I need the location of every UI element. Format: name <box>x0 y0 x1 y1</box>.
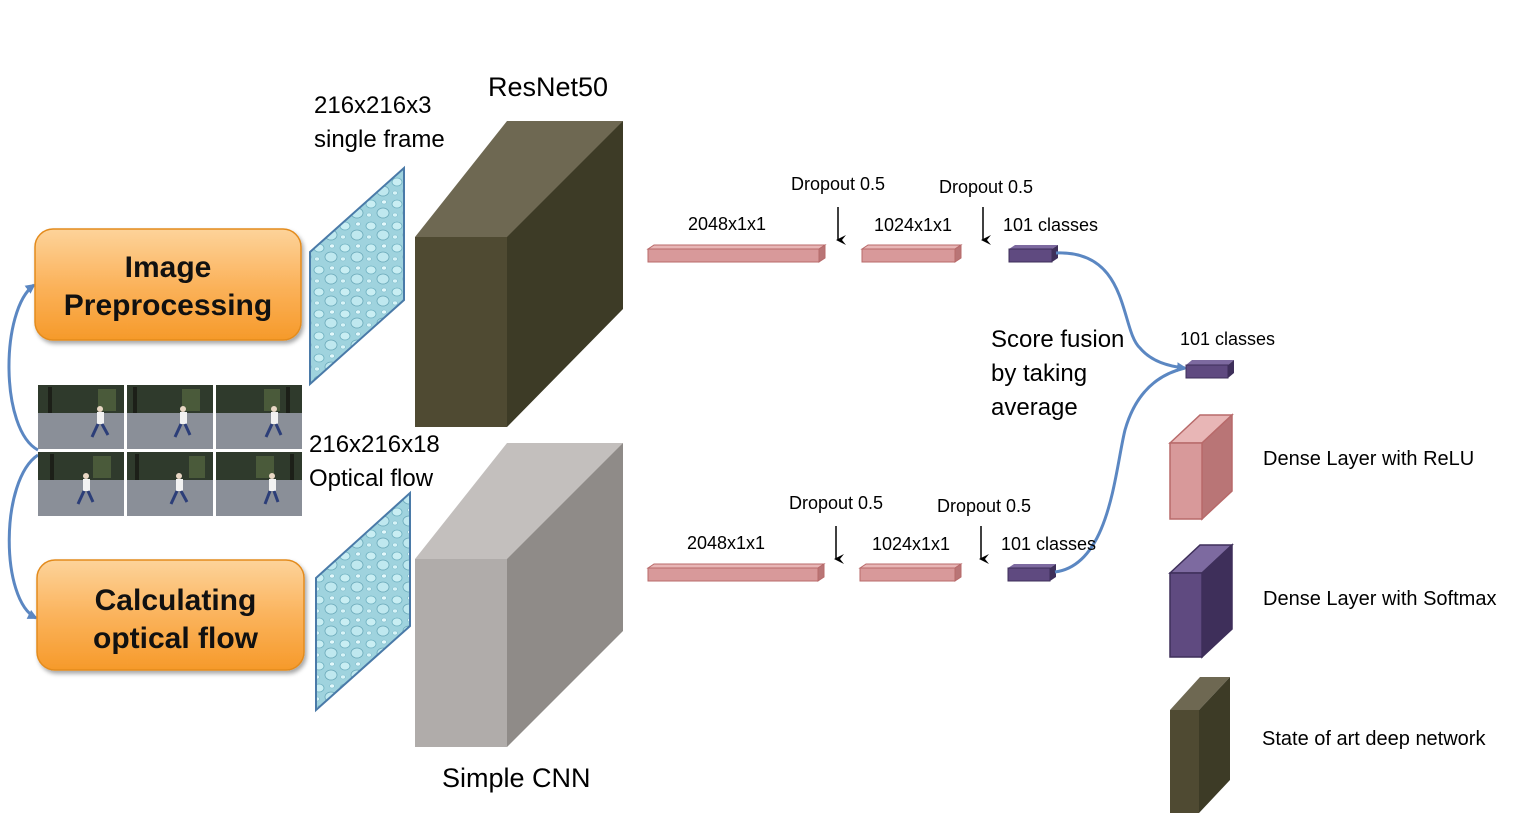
top-fusion-arrow <box>1055 251 1187 373</box>
flow-input-plane <box>315 490 411 713</box>
video-frame <box>216 385 302 449</box>
bottom-output-label: 101 classes <box>1001 534 1097 554</box>
video-frame <box>38 385 124 449</box>
optical-flow-label: Calculating optical flow <box>42 582 309 658</box>
bottom-dense2-label: 1024x1x1 <box>872 534 951 554</box>
bottom-dropout2-label: Dropout 0.5 <box>937 496 1032 516</box>
fusion-line1: Score fusion <box>991 326 1125 353</box>
legend-relu-label: Dense Layer with ReLU <box>1263 448 1475 470</box>
image-preprocessing-box <box>34 228 302 341</box>
bottom-dense-2048 <box>646 563 826 582</box>
bottom-dropout1-label: Dropout 0.5 <box>789 493 884 513</box>
top-dropout1-label: Dropout 0.5 <box>791 174 886 194</box>
flow-size-label: 216x216x18 <box>309 431 440 458</box>
bottom-fusion-arrow <box>1054 366 1186 574</box>
top-dense-1024 <box>860 244 963 263</box>
legend-softmax-cube <box>1168 543 1234 659</box>
video-frame <box>216 452 302 516</box>
top-dropout2-label: Dropout 0.5 <box>939 177 1034 197</box>
simple-cnn-label: Simple CNN <box>442 763 591 793</box>
rgb-input-plane <box>309 165 405 387</box>
image-label-line1: Image <box>124 251 212 284</box>
legend-relu-cube <box>1168 413 1234 521</box>
video-frame <box>127 385 213 449</box>
fusion-line3: average <box>991 394 1078 421</box>
video-frame <box>127 452 213 516</box>
fused-softmax-layer <box>1185 360 1234 379</box>
rgb-desc-label: single frame <box>314 126 445 153</box>
flow-label-line1: Calculating <box>94 584 257 617</box>
bottom-dense1-label: 2048x1x1 <box>687 533 766 553</box>
top-dense-2048 <box>646 244 827 263</box>
image-label-line2: Preprocessing <box>63 289 273 322</box>
fusion-line2: by taking <box>991 360 1088 387</box>
resnet50-label: ResNet50 <box>488 72 609 102</box>
simple-cnn-block <box>415 443 623 747</box>
arrow-to-image-preprocessing <box>7 283 39 452</box>
top-dense1-label: 2048x1x1 <box>688 214 767 234</box>
video-frame <box>38 452 124 516</box>
top-output-label: 101 classes <box>1003 215 1099 235</box>
top-dense2-label: 1024x1x1 <box>874 215 953 235</box>
bottom-dense-1024 <box>858 563 963 582</box>
video-frames <box>38 385 302 516</box>
bottom-softmax-layer <box>1007 564 1056 582</box>
legend-softmax-label: Dense Layer with Softmax <box>1263 588 1497 610</box>
rgb-size-label: 216x216x3 <box>314 92 432 119</box>
flow-label-line2: optical flow <box>93 622 258 655</box>
arrow-to-optical-flow <box>7 453 39 620</box>
optical-flow-box <box>36 559 305 671</box>
resnet50-block <box>415 121 623 427</box>
top-softmax-layer <box>1008 245 1058 263</box>
legend-deepnet-label: State of art deep network <box>1262 728 1486 750</box>
fused-output-label: 101 classes <box>1180 329 1276 349</box>
flow-desc-label: Optical flow <box>309 465 434 492</box>
legend-deepnet-cube <box>1170 677 1230 813</box>
image-preprocessing-label: Image Preprocessing <box>35 249 301 325</box>
